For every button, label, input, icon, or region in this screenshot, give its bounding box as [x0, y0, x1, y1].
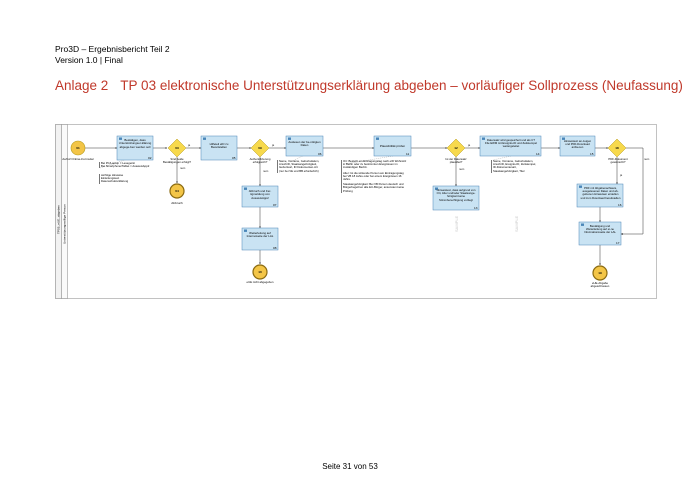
end-event-completed: 19: [592, 265, 608, 281]
header-line-2: Version 1.0 | Final: [55, 55, 123, 65]
flow-label-ja: ja: [619, 173, 623, 177]
flow-label-ja: ja: [271, 143, 275, 147]
svg-text:02: 02: [148, 156, 152, 160]
task-08-label: Weiterleitung auf Internetseite der LAL: [247, 232, 274, 238]
appendix-title: TP 03 elektronische Unterstützungserklär…: [120, 78, 683, 93]
note-read-data: Name, Vorname, Geburtsdatum,Anschrift, S…: [277, 160, 319, 173]
service-task-icon: [579, 185, 582, 188]
gateway-18-label: PDF-Dokument gewünscht?: [608, 158, 627, 164]
note-stored-data: Name, Vorname, Geburtsdatum,Anschrift, E…: [491, 160, 536, 173]
svg-text:09: 09: [258, 146, 262, 150]
svg-text:15: 15: [590, 152, 594, 156]
svg-text:03: 03: [175, 146, 179, 150]
task-05: 05: [200, 135, 238, 161]
note-plausibility-rules: Ort: Besteht ein Eintragungstag nach eID…: [341, 160, 406, 193]
end-event-10-label: eUE nicht abgegeben: [247, 281, 274, 284]
service-task-icon: [376, 137, 379, 140]
svg-text:01: 01: [76, 146, 80, 150]
watermark: SAMPLE: [454, 215, 459, 232]
task-15: 15: [559, 135, 596, 157]
lane-header: [61, 124, 68, 299]
header-line-1: Pro3D – Ergebnisbericht Teil 2: [55, 44, 170, 54]
end-event-19-label: eUE-Abgabe abgeschlossen: [591, 282, 610, 288]
task-13-label: Hinweistext, dass aufgrund von Ort, Alte…: [437, 189, 476, 201]
lane-label: Unterstützungswillige Person: [63, 204, 67, 244]
svg-text:Abbruch: Abbruch: [171, 201, 183, 205]
flow-label-nein: nein: [263, 169, 269, 173]
task-02-label: Bestätigen, dass Unterstützungser-klärun…: [119, 139, 151, 148]
svg-text:14: 14: [536, 152, 540, 156]
task-16: 16: [576, 183, 624, 208]
gateway-12-label: Ist der Datensatz plausibel?: [445, 158, 466, 164]
pool-frame: [55, 124, 657, 299]
svg-text:Aufruf Online-Formular: Aufruf Online-Formular: [62, 157, 93, 161]
task-06-label: Auslesen der be-nötigten Daten: [288, 141, 320, 147]
task-15-label: Hinweistext an-zeigen und PDF-Download a…: [564, 140, 591, 149]
page-title: Anlage 2 TP 03 elektronische Unterstützun…: [55, 78, 683, 93]
service-task-icon: [562, 137, 565, 140]
gateway-18: 18: [607, 138, 627, 158]
svg-text:05: 05: [232, 156, 236, 160]
sequence-flows: [85, 147, 644, 266]
flow-label-nein: nein: [180, 166, 186, 170]
svg-text:04: 04: [175, 189, 179, 193]
svg-text:13: 13: [474, 206, 478, 210]
service-task-icon: [244, 229, 247, 232]
svg-text:16: 16: [618, 203, 622, 207]
service-task-icon: [482, 137, 485, 140]
page-number: Seite 31 von 53: [322, 462, 378, 471]
task-13: 13: [432, 185, 480, 211]
svg-text:19: 19: [598, 271, 602, 275]
gateway-09-label: Authentifizierung erfolgreich?: [250, 158, 271, 164]
flow-label-ja: ja: [467, 143, 471, 147]
svg-text:17: 17: [616, 241, 620, 245]
flow-label-nein: nein: [459, 167, 465, 171]
task-07: 07: [241, 185, 279, 208]
svg-text:06: 06: [318, 152, 322, 156]
task-06: 06: [285, 135, 324, 157]
start-event: 01 Aufruf Online-Formular: [62, 140, 94, 161]
svg-text:Plausibilität prüfen: Plausibilität prüfen: [380, 144, 406, 148]
task-16-label: PDF mit Abgabenachweis, ausgelesenen Dat…: [581, 187, 621, 199]
service-task-icon: [581, 223, 584, 226]
service-task-icon: [244, 187, 247, 190]
flow-label-ja: ja: [187, 143, 191, 147]
gateway-12: 12: [446, 138, 466, 158]
task-08: 08: [241, 227, 279, 251]
task-14: 14: [479, 135, 542, 157]
task-02: 02: [116, 135, 154, 161]
svg-text:12: 12: [454, 146, 458, 150]
task-17-label: Bestätigung und Weiterleitung auf ei-ne …: [584, 225, 616, 234]
svg-text:08: 08: [273, 246, 277, 250]
task-07-label: Abbruch und Fer-tigmeldung von AusweisAp…: [249, 190, 272, 199]
note-hints: wichtige HinweiseEinleitungstextDatensch…: [99, 174, 128, 184]
svg-text:10: 10: [258, 270, 262, 274]
gateway-09: 09: [250, 138, 270, 158]
service-task-icon: [435, 187, 438, 190]
bpmn-process-diagram: TP03_eUE_abgeben Unterstützungswillige P…: [55, 124, 657, 299]
svg-text:11: 11: [406, 152, 409, 156]
flow-label-nein: nein: [644, 157, 650, 161]
task-14-label: Datensatz wird gespeichert und als CT Fi…: [485, 139, 537, 148]
service-task-icon: [203, 137, 206, 140]
gateway-03-label: Sind beide Bestätigungen erfolgt?: [163, 158, 191, 164]
svg-text:18: 18: [615, 146, 619, 150]
user-task-icon: [119, 137, 122, 140]
service-task-icon: [288, 137, 291, 140]
svg-text:07: 07: [273, 203, 277, 207]
task-11: 11 Plausibilität prüfen: [373, 135, 412, 157]
task-17: 17: [578, 221, 622, 246]
end-event-abbruch: 04 Abbruch: [169, 183, 185, 205]
watermark: SAMPLE: [514, 215, 519, 232]
end-event-not-submitted: 10: [252, 264, 268, 280]
task-05-label: Hilfeteil eID zu Bereitstellen: [210, 143, 229, 149]
appendix-number: Anlage 2: [55, 78, 109, 93]
gateway-03: 03: [167, 138, 187, 158]
pool-label: TP03_eUE_abgeben: [57, 205, 61, 234]
